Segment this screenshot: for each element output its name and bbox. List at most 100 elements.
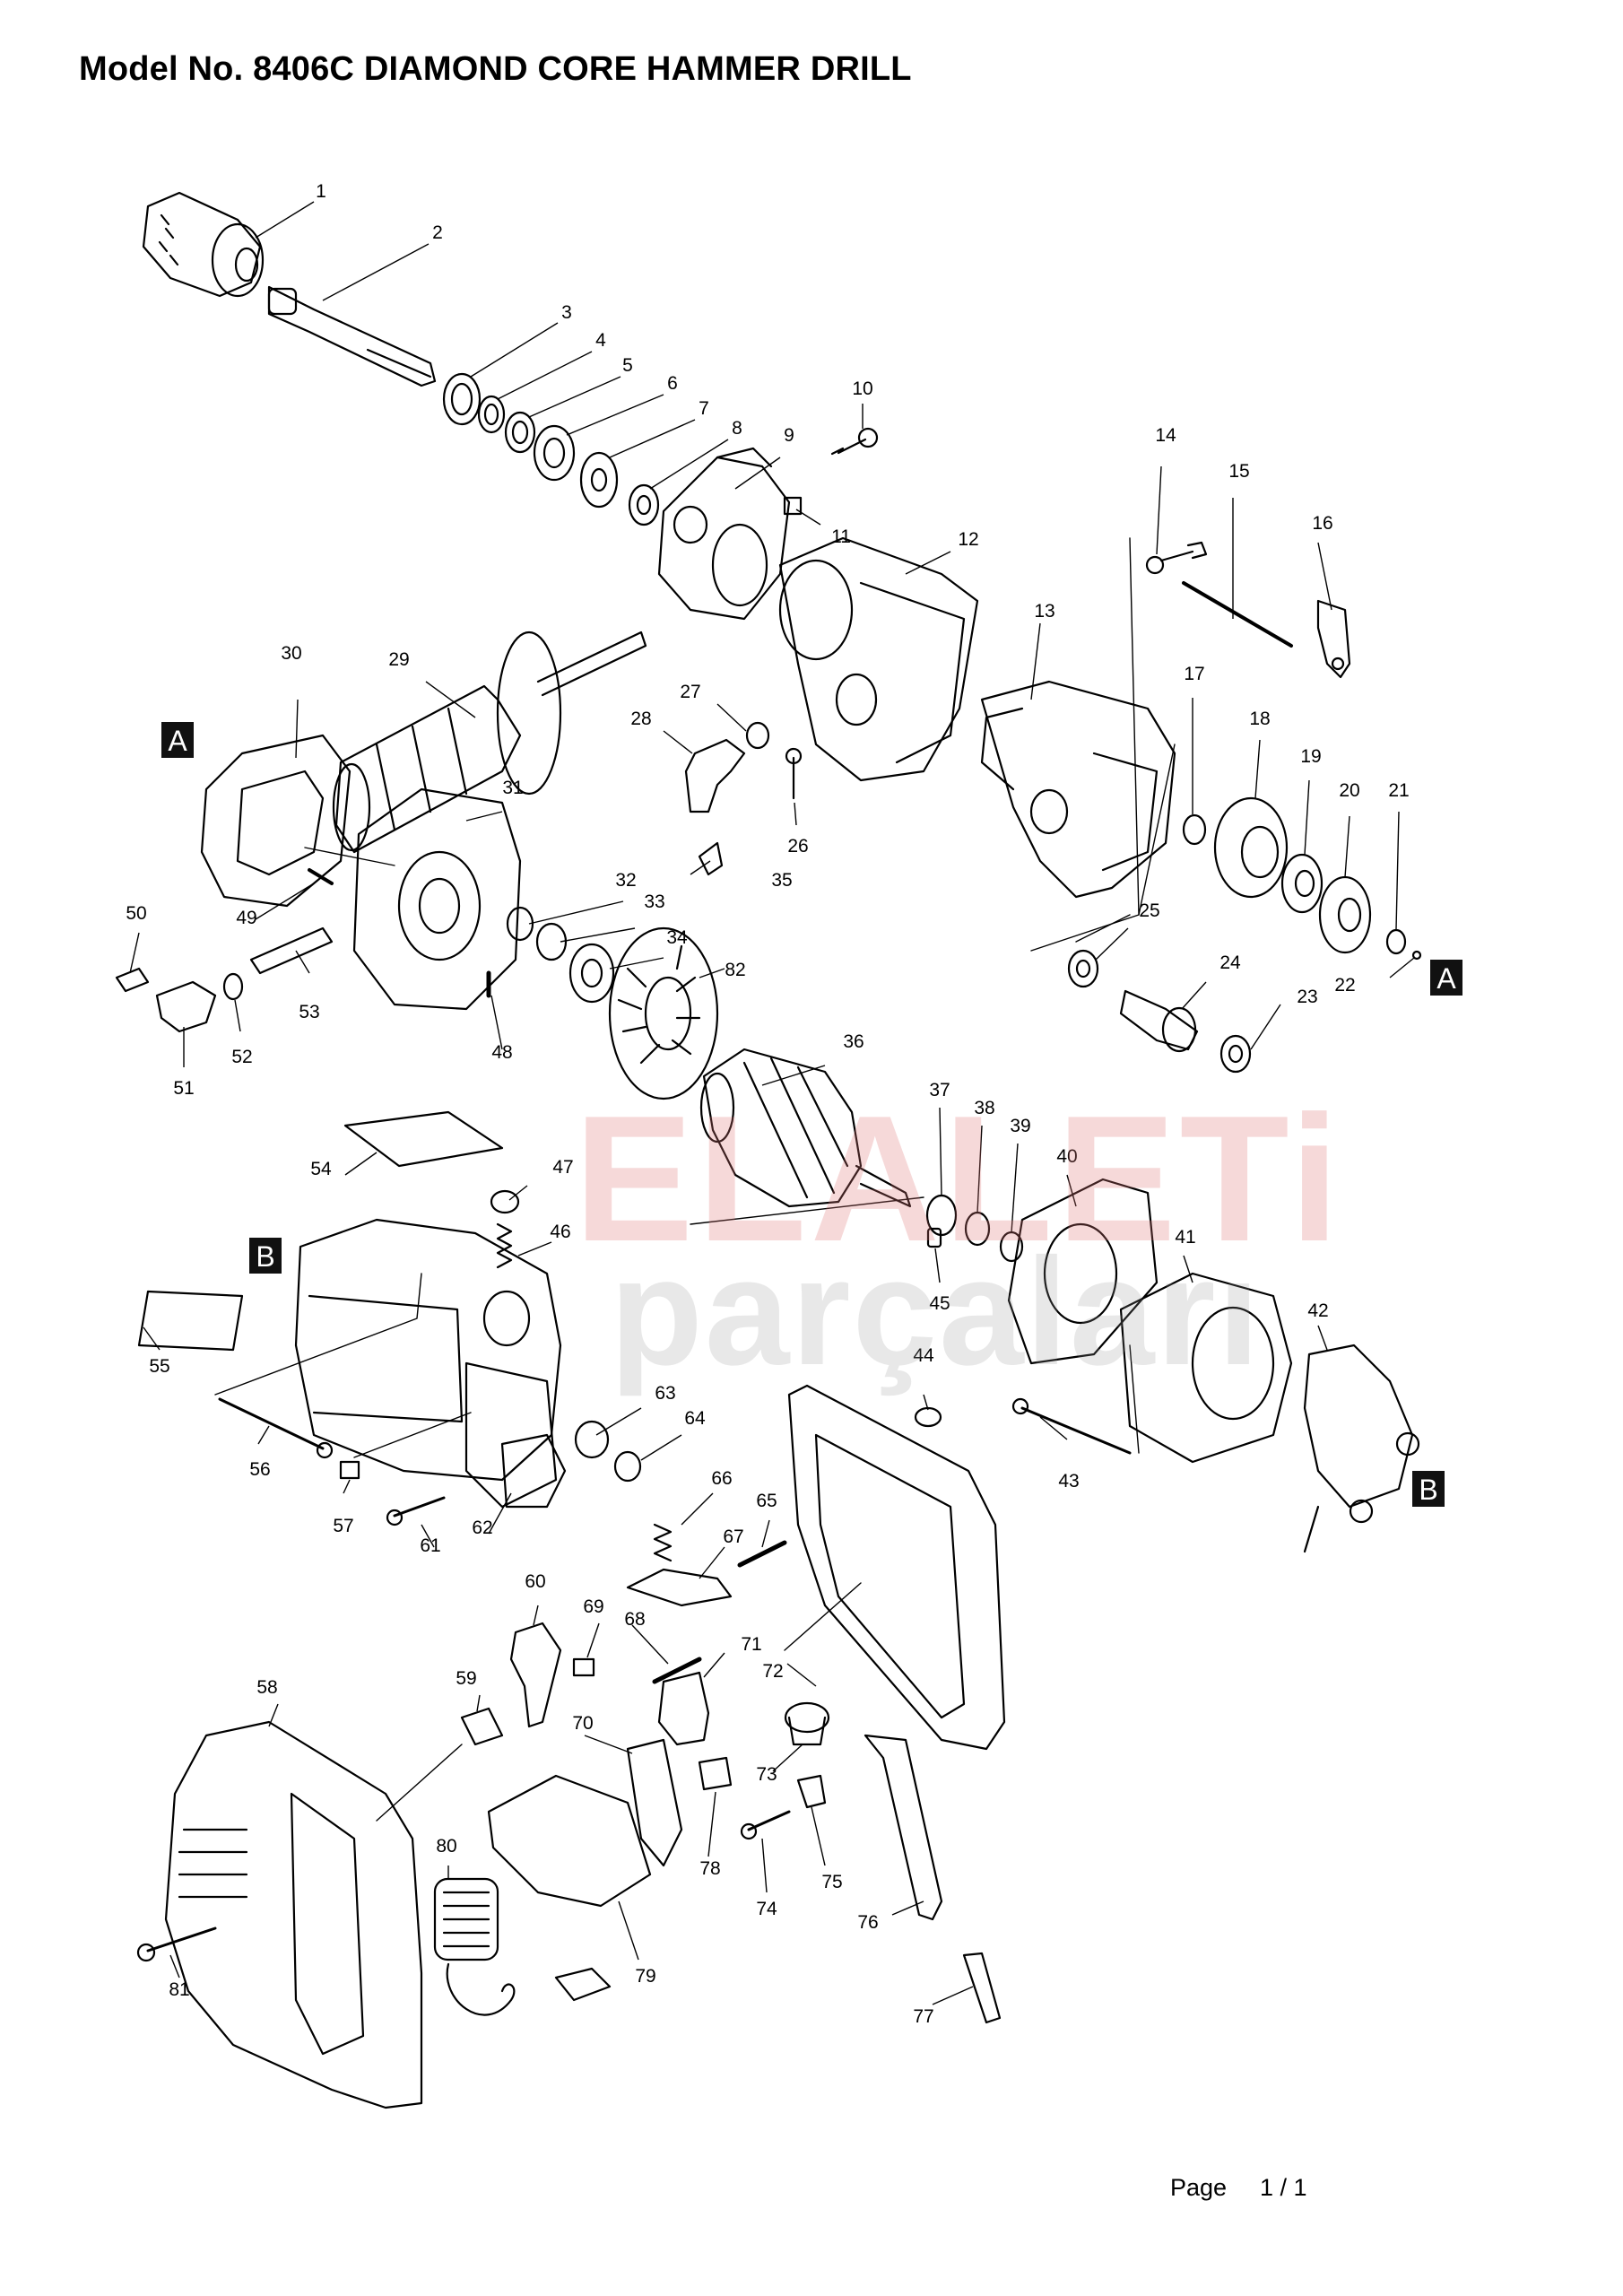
part-16-bracket [1316,599,1351,679]
part-81-screw [136,1926,217,1962]
part-11-nut [783,496,803,516]
part-63-cap [574,1420,610,1459]
part-number-label: 65 [756,1491,777,1511]
part-number-label: 58 [256,1677,277,1698]
part-55-label [137,1290,244,1352]
part-64-ring [613,1450,642,1483]
part-2-spindle [267,285,437,387]
part-number-label: 47 [552,1157,573,1178]
part-number-label: 52 [231,1047,252,1067]
part-56-screw [218,1397,334,1459]
part-61-screw [386,1496,446,1526]
part-40-baffle [1007,1178,1159,1365]
part-number-label: 26 [787,836,808,857]
svg-text:B: B [256,1240,274,1273]
part-number-label: 64 [684,1408,706,1429]
part-number-label: 6 [667,373,678,394]
part-number-label: 68 [624,1609,645,1630]
part-22-ball [1411,950,1422,961]
part-68-pin [652,1657,702,1684]
part-number-label: 55 [149,1356,169,1377]
part-number-label: 29 [388,649,409,670]
part-number-label: 3 [561,302,572,323]
part-35-clip [698,841,724,876]
part-13-housing [980,680,1176,899]
part-10-screw [830,427,879,456]
part-number-label: 54 [310,1159,332,1179]
part-43-screw [1011,1397,1132,1455]
part-65-pin [737,1540,787,1568]
part-number-label: 59 [456,1668,476,1689]
section-marker-b-right: B [1412,1471,1445,1507]
part-number-label: 34 [666,927,688,948]
part-number-label: 5 [622,355,633,376]
part-50-clip [115,967,150,993]
part-number-label: 16 [1312,513,1332,534]
part-49-pin [308,868,334,885]
part-3-ring [442,372,482,426]
part-number-label: 18 [1249,709,1270,729]
part-number-label: 74 [756,1899,777,1919]
part-36-armature [699,1048,912,1208]
part-8-collar [628,483,660,526]
part-number-label: 17 [1184,664,1204,684]
part-69-lock [572,1657,595,1677]
part-number-label: 27 [680,682,700,702]
part-number-label: 79 [635,1966,655,1987]
part-number-label: 76 [857,1912,878,1933]
part-number-label: 60 [525,1571,545,1592]
part-number-label: 51 [173,1078,194,1099]
part-45-key [926,1227,942,1248]
part-number-label: 22 [1334,975,1355,996]
part-number-label: 24 [1219,952,1241,973]
svg-text:A: A [168,725,187,757]
part-number-label: 63 [655,1383,675,1404]
part-12-gear-housing [778,536,979,782]
part-number-label: 49 [236,908,256,928]
part-number-label: 1 [316,181,326,202]
part-19-clutch [1280,853,1324,914]
part-number-label: 69 [583,1596,603,1617]
part-number-label: 61 [420,1535,440,1556]
part-67-lever [626,1568,733,1607]
section-marker-b-left: B [249,1238,282,1274]
part-27-ring [745,721,770,750]
part-46-spring [496,1222,513,1269]
part-number-label: 66 [711,1468,732,1489]
part-number-label: 36 [843,1031,864,1052]
part-number-label: 2 [432,222,443,243]
part-71-switch [657,1671,710,1746]
part-23-bearing [1219,1034,1252,1074]
part-number-label: 14 [1155,425,1176,446]
part-80-noise-filter [433,1877,612,2016]
part-33-ring [535,922,568,961]
part-20-gear [1318,875,1372,954]
section-marker-a-left: A [161,722,194,758]
part-31-fan-baffle [352,787,522,1011]
part-number-label: 15 [1228,461,1249,482]
part-28-lever [684,738,746,813]
part-57-brush [339,1460,360,1480]
page-title: Model No. 8406C DIAMOND CORE HAMMER DRIL… [79,50,912,88]
part-number-label: 31 [502,778,523,798]
part-72-handle-frame [787,1384,1006,1751]
part-number-label: 21 [1388,780,1409,801]
part-number-label: 33 [644,891,664,912]
part-number-label: 81 [169,1979,189,2000]
part-70-gasket [626,1738,683,1867]
part-74-screw [740,1810,791,1840]
part-21-ring [1385,928,1407,955]
part-24-shaft [1119,989,1199,1053]
svg-text:A: A [1436,962,1456,995]
part-18-gear [1213,796,1289,899]
part-number-label: 57 [333,1516,353,1536]
part-number-label: 45 [929,1293,950,1314]
part-44-ring [914,1406,942,1428]
part-number-label: 13 [1034,601,1055,622]
part-number-label: 42 [1307,1300,1328,1321]
part-number-label: 40 [1056,1146,1077,1167]
part-number-label: 8 [732,418,742,439]
part-78-capacitor [698,1756,733,1791]
part-number-label: 11 [831,526,851,547]
part-60-trigger [509,1622,562,1728]
